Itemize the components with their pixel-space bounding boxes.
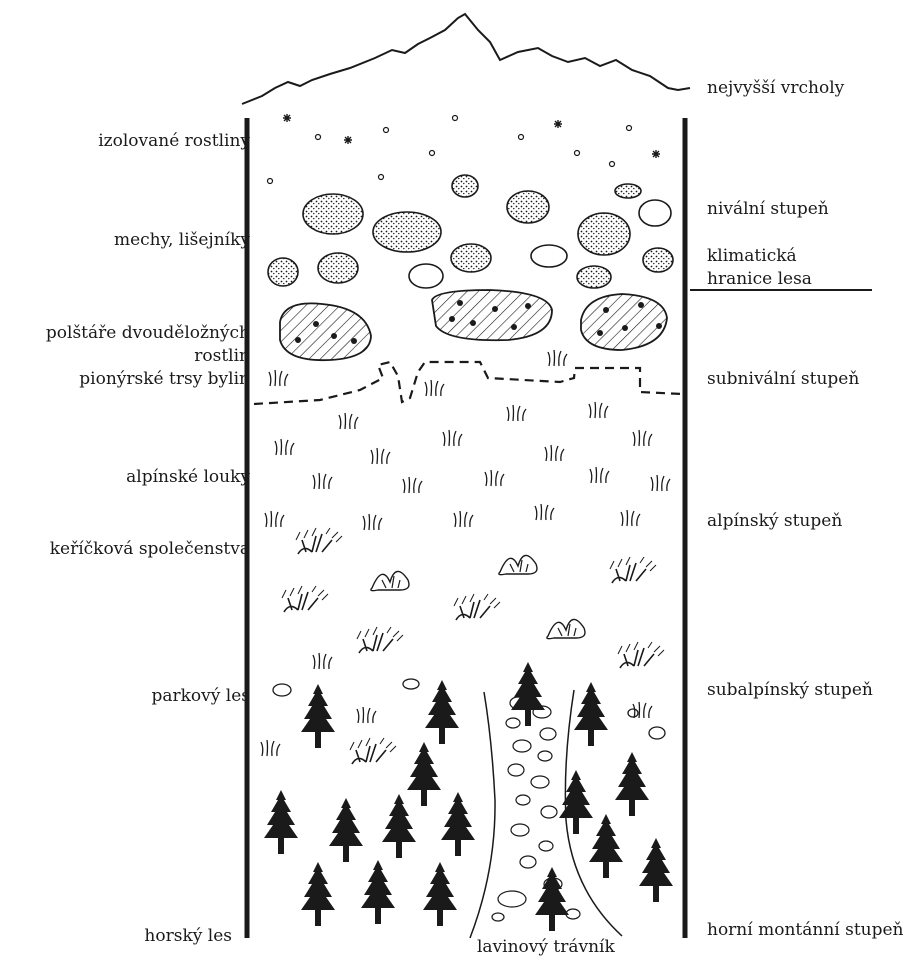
label-mechy-lisejniky: mechy, lišejníky — [0, 230, 250, 250]
label-klimaticka-line1: klimatická — [707, 246, 797, 266]
label-izolovane-rostliny: izolované rostliny — [0, 131, 250, 151]
label-pionyrske-trsy: pionýrské trsy bylin — [0, 369, 250, 389]
ridge-outline — [242, 14, 690, 104]
label-subalpinsky-stupen: subalpínský stupeň — [707, 680, 873, 700]
label-horsky-les: horský les — [0, 926, 232, 946]
label-horni-montanni-stupen: horní montánní stupeň — [707, 920, 904, 940]
label-nejvyssi-vrcholy: nejvyšší vrcholy — [707, 78, 844, 98]
label-polstare-line1: polštáře dvouděložných — [0, 323, 250, 343]
label-alpinske-louky: alpínské louky — [0, 467, 250, 487]
label-klimaticka-line2: hranice lesa — [707, 269, 812, 289]
label-kerickova-spolecenstva: keříčková společenstva — [0, 539, 250, 559]
label-subnivalni-stupen: subnivální stupeň — [707, 369, 859, 389]
label-alpinsky-stupen: alpínský stupeň — [707, 511, 842, 531]
label-nivalni-stupen: nivální stupeň — [707, 199, 829, 219]
label-lavinovy-travnik: lavinový trávník — [477, 937, 615, 957]
label-polstare-line2: rostlin — [0, 346, 250, 366]
label-parkovy-les: parkový les — [0, 686, 250, 706]
